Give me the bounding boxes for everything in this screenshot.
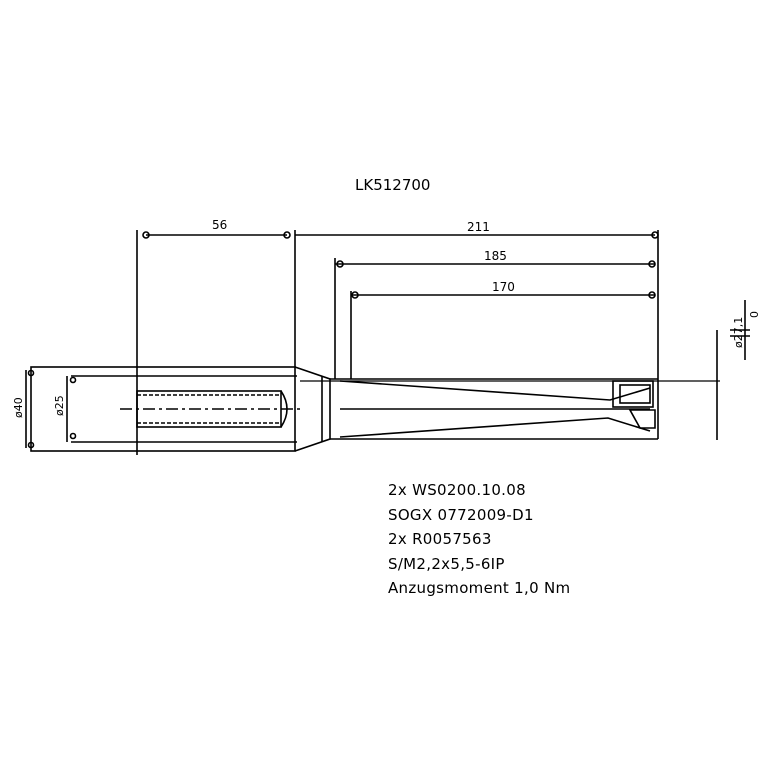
- dim-cutting-length: 170: [492, 280, 515, 294]
- shank-outline: [30, 366, 296, 452]
- dim-overall-length: 211: [467, 220, 490, 234]
- dim-marker: [69, 432, 77, 440]
- dim-flute-length: 185: [484, 249, 507, 263]
- dim-cutting-tolerance: 0: [748, 311, 761, 318]
- dim-cutting-diameter: ø27,1: [732, 317, 745, 348]
- part-number: LK512700: [355, 176, 430, 194]
- note-line: Anzugsmoment 1,0 Nm: [388, 579, 571, 597]
- dim-body-diameter: ø25: [53, 395, 66, 416]
- dim-marker: [27, 441, 35, 449]
- dim-shank-length: 56: [212, 218, 227, 232]
- dim-marker: [27, 369, 35, 377]
- dim-marker: [69, 376, 77, 384]
- note-line: SOGX 0772009-D1: [388, 505, 534, 524]
- note-line: 2x WS0200.10.08: [388, 481, 526, 499]
- dim-shank-diameter: ø40: [12, 397, 25, 418]
- note-line: 2x R0057563: [388, 530, 492, 548]
- note-line: S/M2,2x5,5-6IP: [388, 554, 505, 573]
- parts-notes: 2x WS0200.10.08 SOGX 0772009-D1 2x R0057…: [388, 478, 570, 601]
